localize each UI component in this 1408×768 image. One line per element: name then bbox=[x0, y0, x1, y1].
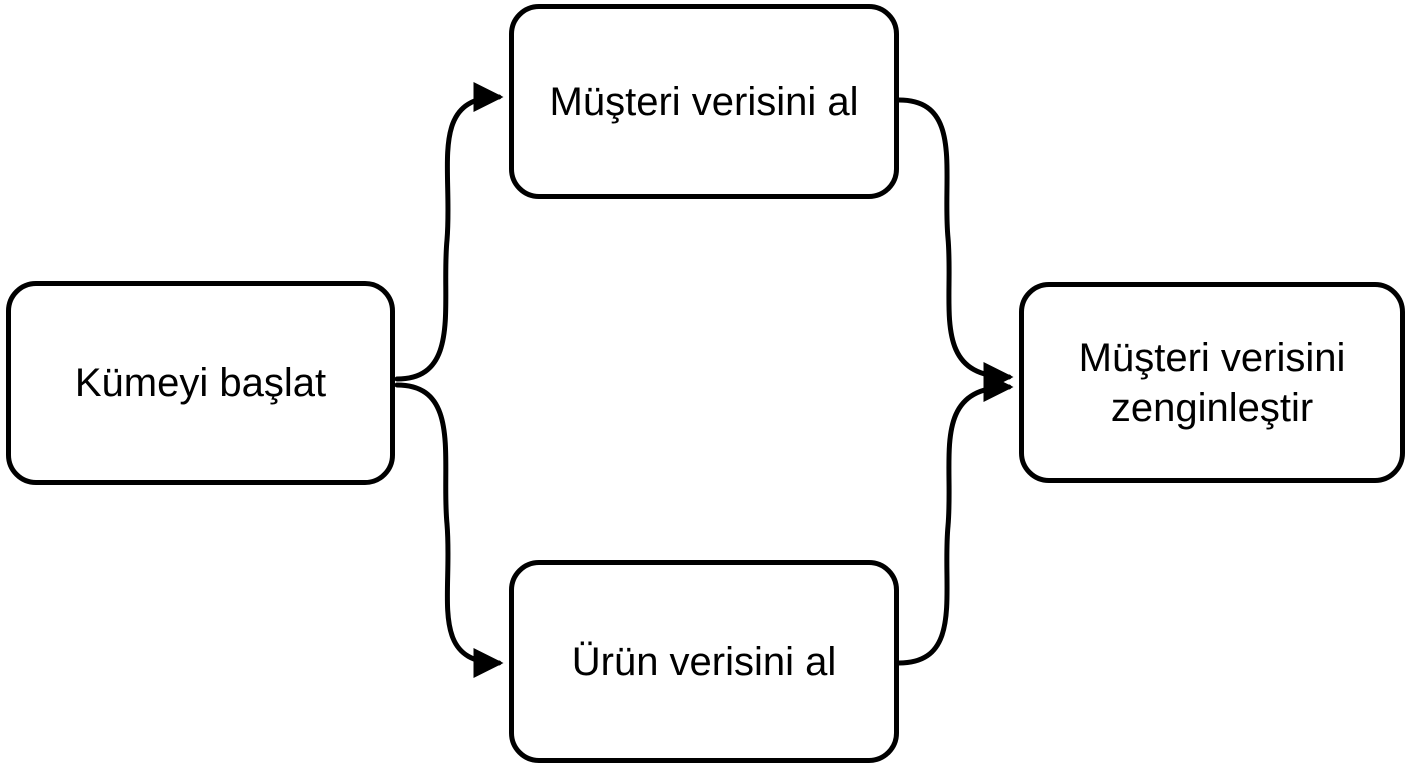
node-label: Müşteri verisini zenginleştir bbox=[1078, 335, 1346, 430]
edge-start-to-get-product bbox=[394, 382, 504, 678]
node-kumeyi-baslat: Kümeyi başlat bbox=[6, 281, 395, 485]
node-label: Müşteri verisini al bbox=[549, 79, 859, 124]
edge-get-product-to-enrich bbox=[896, 372, 1014, 666]
node-label: Kümeyi başlat bbox=[74, 361, 327, 405]
edge-get-customer-to-enrich bbox=[896, 97, 1014, 392]
node-urun-verisini-al: Ürün verisini al bbox=[509, 560, 899, 763]
edge-start-to-get-customer bbox=[394, 82, 504, 382]
node-musteri-verisini-al: Müşteri verisini al bbox=[509, 4, 899, 199]
node-label: Ürün verisini al bbox=[571, 639, 837, 684]
node-musteri-verisini-zenginlestir: Müşteri verisini zenginleştir bbox=[1019, 282, 1405, 483]
